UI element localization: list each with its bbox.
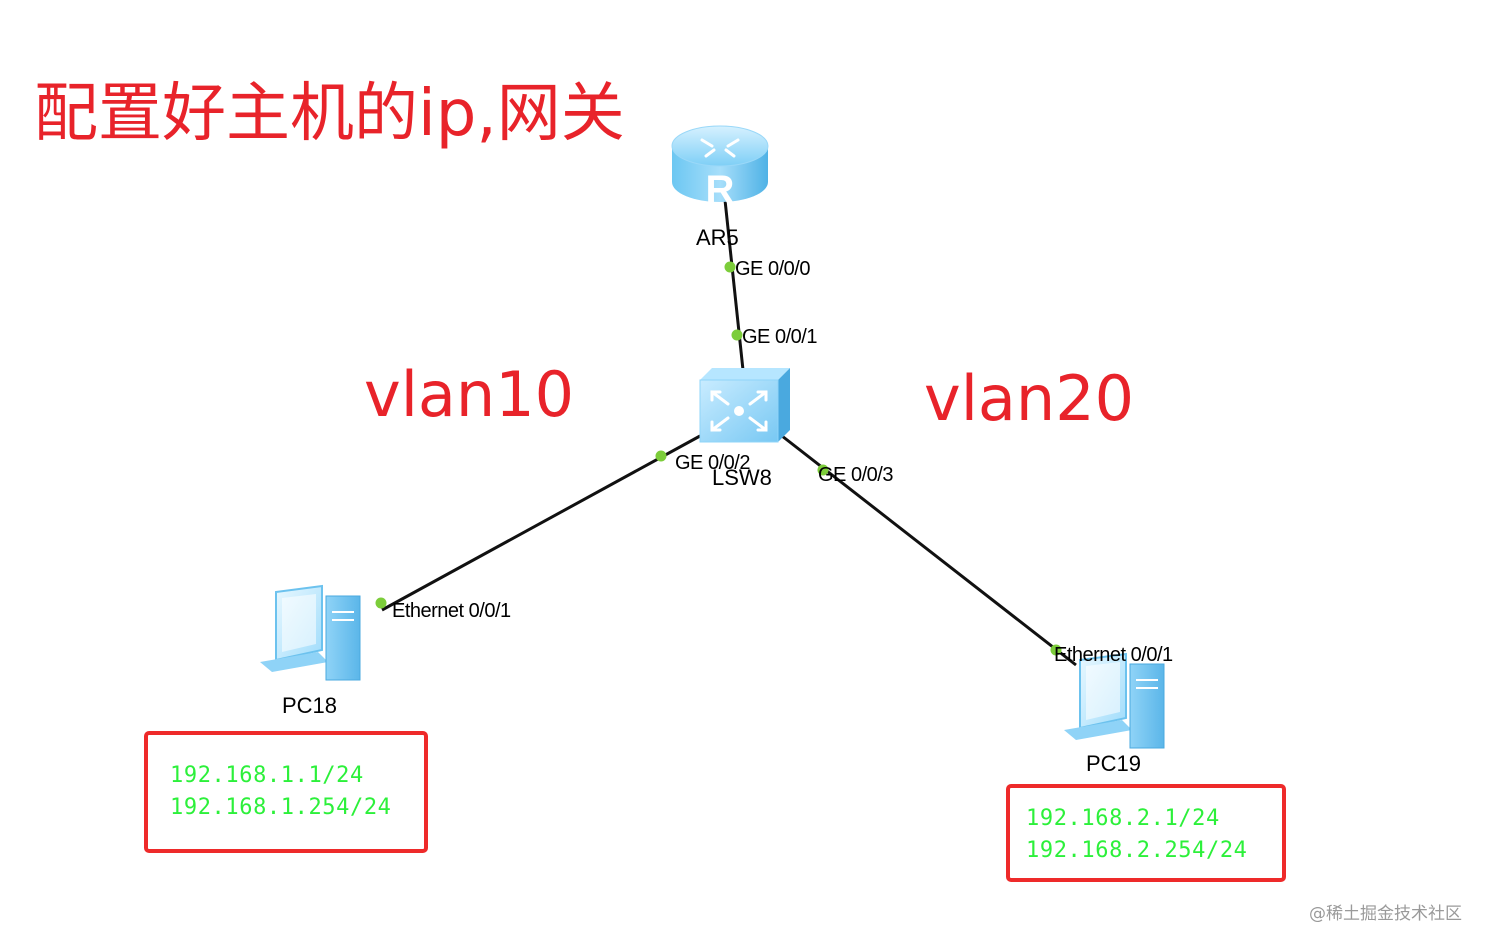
pc19-config-box: 192.168.2.1/24 192.168.2.254/24	[1006, 784, 1286, 882]
port-label-pc19-eth: Ethernet 0/0/1	[1054, 644, 1173, 666]
pc18-config-box: 192.168.1.1/24 192.168.1.254/24	[144, 731, 428, 853]
link-lsw8-pc19	[781, 434, 1077, 667]
router-name: AR5	[696, 225, 739, 250]
port-label-ar5-ge000: GE 0/0/0	[735, 258, 810, 280]
port-dot-lsw8-ge003	[817, 464, 829, 476]
link-lsw8-pc18	[381, 434, 701, 612]
page-title: 配置好主机的ip,网关	[34, 77, 625, 151]
port-dot-pc19-eth	[1050, 644, 1062, 656]
port-label-pc18-eth: Ethernet 0/0/1	[392, 600, 511, 622]
pc18-gateway: 192.168.1.254/24	[170, 795, 392, 820]
port-label-lsw8-ge002: GE 0/0/2	[675, 452, 750, 474]
port-dot-lsw8-ge002	[655, 450, 667, 462]
vlan10-label: vlan10	[364, 358, 575, 431]
switch-icon[interactable]	[699, 368, 790, 443]
port-dot-lsw8-ge001	[731, 329, 743, 341]
switch-name: LSW8	[712, 465, 772, 490]
pc18-name: PC18	[282, 693, 338, 718]
port-dot-pc18-eth	[375, 597, 387, 609]
port-label-lsw8-ge003: GE 0/0/3	[818, 464, 893, 486]
pc19-ip: 192.168.2.1/24	[1026, 806, 1220, 831]
pc18-icon[interactable]	[260, 584, 361, 681]
port-label-lsw8-ge001: GE 0/0/1	[742, 326, 817, 348]
router-glyph: R	[706, 168, 735, 212]
pc19-icon[interactable]	[1064, 652, 1165, 749]
link-ar5-lsw8	[723, 199, 745, 371]
port-dot-ar5-ge000	[724, 261, 736, 273]
vlan20-label: vlan20	[924, 362, 1135, 435]
pc19-gateway: 192.168.2.254/24	[1026, 838, 1248, 863]
watermark: @稀土掘金技术社区	[1309, 904, 1462, 924]
pc18-ip: 192.168.1.1/24	[170, 763, 364, 788]
router-icon[interactable]: R	[671, 125, 769, 212]
pc19-name: PC19	[1086, 751, 1142, 776]
